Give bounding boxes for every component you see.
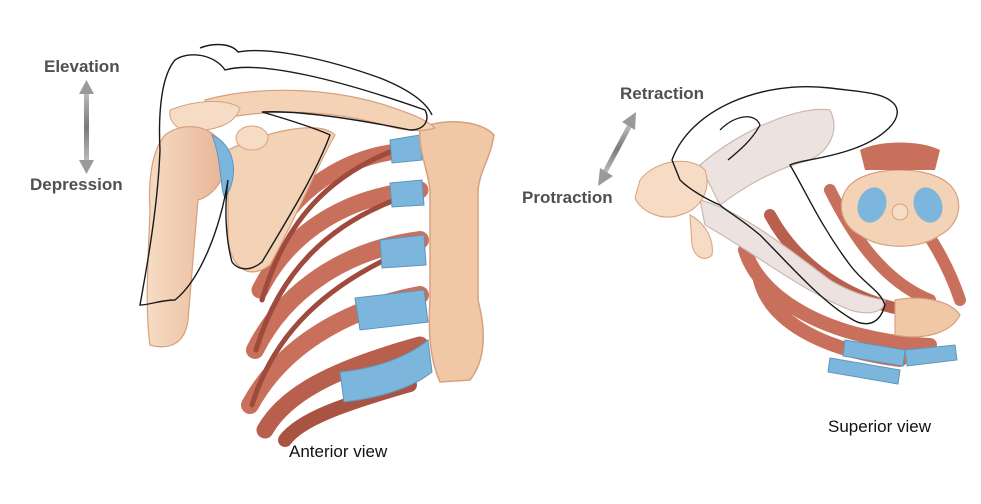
double-diagonal-arrow-icon <box>598 112 636 186</box>
retracted-position-outline <box>671 86 898 325</box>
costal-cartilage-superior <box>827 339 958 385</box>
sternum <box>419 121 495 383</box>
coracoid-process <box>235 125 269 151</box>
elevated-clavicle-outline <box>199 43 433 116</box>
superior-view-caption: Superior view <box>828 417 931 436</box>
scapula <box>227 127 336 273</box>
acromion <box>169 100 241 133</box>
vertebra <box>840 142 960 247</box>
coracoid-superior <box>689 214 713 259</box>
anterior-view-caption: Anterior view <box>289 442 388 461</box>
anterior-view-illustration <box>139 43 495 447</box>
retraction-label: Retraction <box>620 84 705 103</box>
scapula-superior <box>699 108 835 206</box>
sternum-superior <box>894 297 961 338</box>
retracted-scapula-outline <box>719 116 761 161</box>
elevated-position-outline <box>139 54 428 306</box>
superior-view-illustration <box>634 86 966 385</box>
depression-label: Depression <box>30 175 123 194</box>
double-vertical-arrow-icon <box>79 80 94 174</box>
clavicle-superior <box>699 199 886 314</box>
elevation-label: Elevation <box>44 57 120 76</box>
protraction-label: Protraction <box>522 188 613 207</box>
costal-cartilage <box>339 134 433 403</box>
humeral-head-superior <box>634 160 708 218</box>
